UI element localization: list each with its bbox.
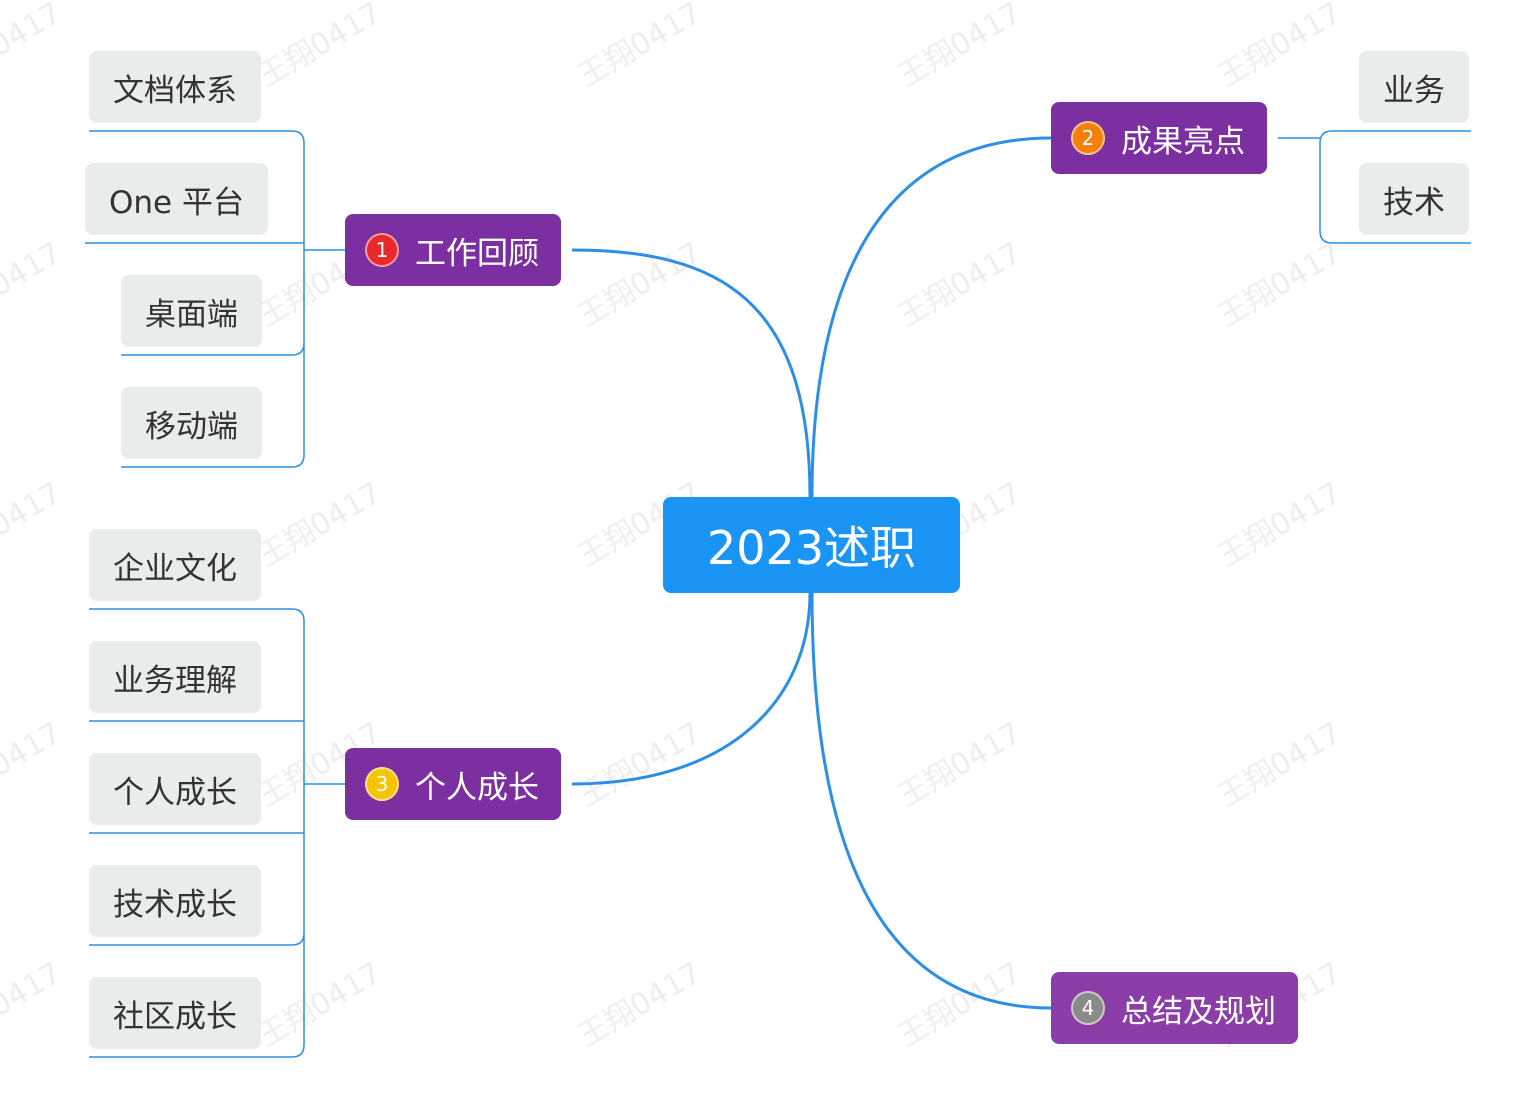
root-topic[interactable]: 2023述职 [663,497,960,593]
branch-label: 总结及规划 [1121,993,1276,1030]
leaf-label: 企业文化 [113,550,237,587]
link-root-branch-4 [810,592,1052,1010]
leaf-label: 业务理解 [113,662,237,699]
leaf-personal-growth[interactable]: 个人成长 [89,753,261,825]
leaf-tech-growth[interactable]: 技术成长 [89,865,261,937]
link-root-branch-2 [810,136,1052,498]
branch-summary-plan[interactable]: 4 总结及规划 [1051,972,1298,1044]
link-root-branch-1 [571,248,812,498]
leaf-label: 业务 [1383,72,1445,109]
leaf-desktop[interactable]: 桌面端 [121,275,262,347]
bracket-branch-2 [1278,130,1471,244]
number-3-badge-icon: 3 [365,767,399,801]
leaf-label: 移动端 [145,408,238,445]
branch-label: 工作回顾 [415,235,539,272]
bracket-branch-3 [89,608,345,1058]
number-1-badge-icon: 1 [365,233,399,267]
leaf-label: 技术 [1383,184,1445,221]
branch-label: 成果亮点 [1121,123,1245,160]
branch-personal-growth[interactable]: 3 个人成长 [345,748,561,820]
leaf-label: 桌面端 [145,296,238,333]
link-root-branch-3 [571,592,812,786]
number-4-badge-icon: 4 [1071,991,1105,1025]
leaf-doc-system[interactable]: 文档体系 [89,51,261,123]
leaf-label: 文档体系 [113,72,237,109]
bracket-branch-1 [85,130,345,468]
leaf-technology[interactable]: 技术 [1359,163,1469,235]
leaf-corporate-culture[interactable]: 企业文化 [89,529,261,601]
leaf-label: One 平台 [109,184,244,221]
root-topic-label: 2023述职 [706,521,917,575]
branch-label: 个人成长 [415,769,539,806]
leaf-label: 社区成长 [113,998,237,1035]
branch-work-review[interactable]: 1 工作回顾 [345,214,561,286]
leaf-community-growth[interactable]: 社区成长 [89,977,261,1049]
leaf-business[interactable]: 业务 [1359,51,1469,123]
branch-highlights[interactable]: 2 成果亮点 [1051,102,1267,174]
leaf-one-platform[interactable]: One 平台 [85,163,268,235]
leaf-business-understanding[interactable]: 业务理解 [89,641,261,713]
number-2-badge-icon: 2 [1071,121,1105,155]
leaf-label: 个人成长 [113,774,237,811]
leaf-label: 技术成长 [113,886,237,923]
leaf-mobile[interactable]: 移动端 [121,387,262,459]
